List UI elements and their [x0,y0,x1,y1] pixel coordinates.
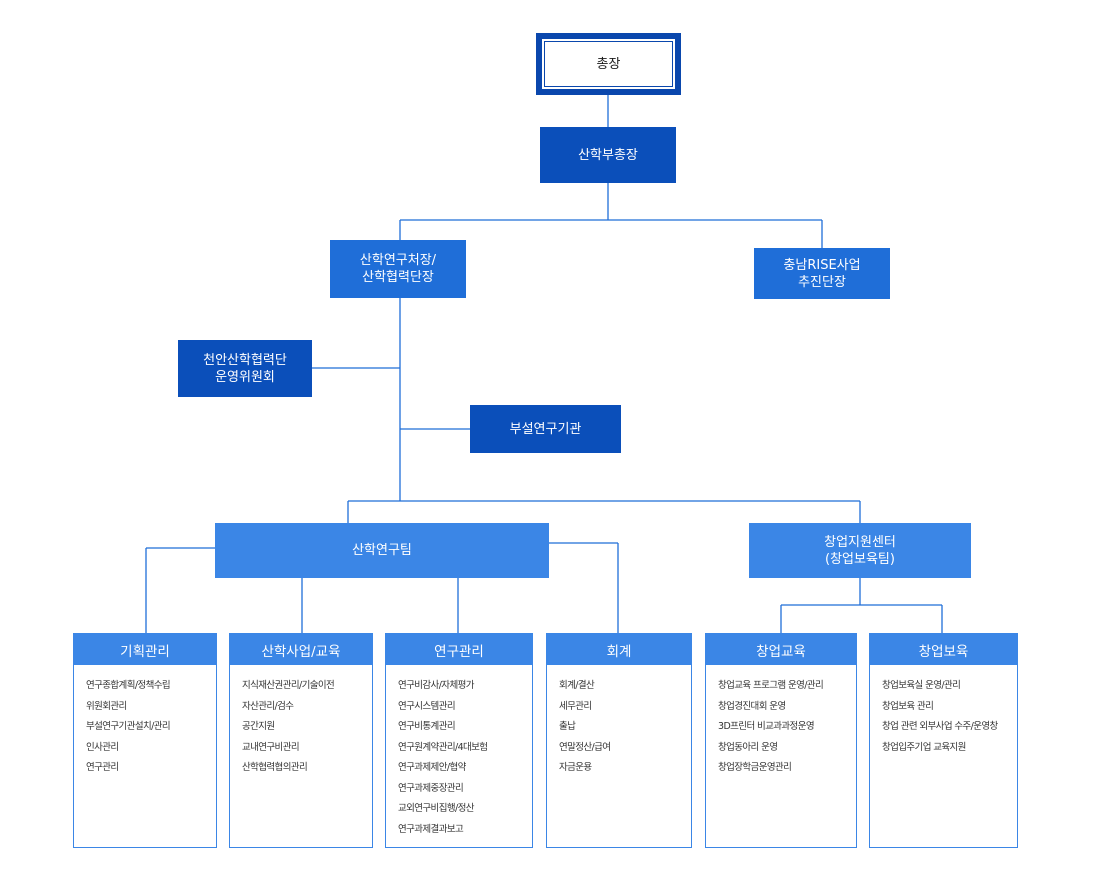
list-item: 창업동아리 운영 [718,741,778,753]
dept-research-title: 연구관리 [386,634,532,665]
research-team-box: 산학연구팀 [215,523,549,578]
list-item: 부설연구기관설치/관리 [86,721,171,732]
rise-box: 충남RISE사업 추진단장 [754,248,890,299]
dept-accounting-title: 회계 [547,634,691,665]
dept-planning-title: 기획관리 [74,634,216,665]
list-item: 연구시스템관리 [398,700,456,712]
list-item: 연구과제중장관리 [398,782,464,794]
list-item: 창업교육 프로그램 운영/관리 [718,680,824,691]
list-item: 연구종합계획/정책수립 [86,680,171,691]
dept-startup-education-title: 창업교육 [706,634,856,665]
list-item: 자산관리/검수 [242,700,294,712]
dept-startup-education: 창업교육 창업교육 프로그램 운영/관리 창업경진대회 운영 3D프린터 비교과… [705,633,857,848]
startup-center-box: 창업지원센터 (창업보육팀) [749,523,971,578]
list-item: 위원회관리 [86,700,127,712]
research-team-label: 산학연구팀 [352,543,412,558]
list-item: 세무관리 [559,700,592,712]
dept-startup-incubation-title: 창업보육 [870,634,1017,665]
dept-research-list: 연구비감사/자체평가 연구시스템관리 연구비통계관리 연구원계약관리/4대보험 … [386,665,532,840]
list-item: 연말정산/급여 [559,741,611,753]
research-head-label: 산학연구처장/ 산학협력단장 [359,253,437,285]
list-item: 연구과제제안/협약 [398,762,466,773]
list-item: 연구비감사/자체평가 [398,680,474,691]
dept-accounting: 회계 회계/결산 세무관리 출납 연말정산/급여 자금운용 [546,633,692,848]
list-item: 창업보육 관리 [882,700,934,712]
list-item: 자금운용 [559,762,592,773]
list-item: 인사관리 [86,741,119,753]
list-item: 연구원계약관리/4대보험 [398,741,488,753]
dept-planning: 기획관리 연구종합계획/정책수립 위원회관리 부설연구기관설치/관리 인사관리 … [73,633,217,848]
list-item: 지식재산권관리/기술이전 [242,680,335,691]
dept-business: 산학사업/교육 지식재산권관리/기술이전 자산관리/검수 공간지원 교내연구비관… [229,633,373,848]
dept-research: 연구관리 연구비감사/자체평가 연구시스템관리 연구비통계관리 연구원계약관리/… [385,633,533,848]
list-item: 산학협력협의관리 [242,762,308,773]
dept-accounting-list: 회계/결산 세무관리 출납 연말정산/급여 자금운용 [547,665,691,779]
list-item: 창업경진대회 운영 [718,700,786,712]
list-item: 출납 [559,721,576,732]
president-label: 총장 [596,56,621,72]
list-item: 연구비통계관리 [398,721,456,732]
committee-label: 천안산학협력단 운영위원회 [203,352,287,385]
list-item: 공간지원 [242,721,275,732]
dept-business-title: 산학사업/교육 [230,634,372,665]
president-box: 총장 [536,33,681,95]
institute-label: 부설연구기관 [509,421,582,437]
rise-label: 충남RISE사업 추진단장 [783,257,861,290]
list-item: 3D프린터 비교과과정운영 [718,721,815,732]
list-item: 창업 관련 외부사업 수주/운영창 [882,721,998,732]
research-head-box: 산학연구처장/ 산학협력단장 [330,240,466,298]
list-item: 회계/결산 [559,680,595,691]
vice-president-label: 산학부총장 [578,147,638,163]
dept-planning-list: 연구종합계획/정책수립 위원회관리 부설연구기관설치/관리 인사관리 연구관리 [74,665,216,779]
vice-president-box: 산학부총장 [540,127,676,183]
institute-box: 부설연구기관 [470,405,621,453]
startup-center-label: 창업지원센터 (창업보육팀) [824,534,896,567]
list-item: 창업장학금운영관리 [718,762,792,773]
list-item: 연구관리 [86,762,119,773]
list-item: 창업입주기업 교육지원 [882,741,966,753]
dept-startup-education-list: 창업교육 프로그램 운영/관리 창업경진대회 운영 3D프린터 비교과과정운영 … [706,665,856,779]
list-item: 교외연구비집행/정산 [398,803,474,814]
dept-startup-incubation-list: 창업보육실 운영/관리 창업보육 관리 창업 관련 외부사업 수주/운영창 창업… [870,665,1017,758]
committee-box: 천안산학협력단 운영위원회 [178,340,312,397]
list-item: 창업보육실 운영/관리 [882,680,961,691]
list-item: 연구과제결과보고 [398,823,464,835]
dept-business-list: 지식재산권관리/기술이전 자산관리/검수 공간지원 교내연구비관리 산학협력협의… [230,665,372,779]
list-item: 교내연구비관리 [242,741,300,753]
dept-startup-incubation: 창업보육 창업보육실 운영/관리 창업보육 관리 창업 관련 외부사업 수주/운… [869,633,1018,848]
